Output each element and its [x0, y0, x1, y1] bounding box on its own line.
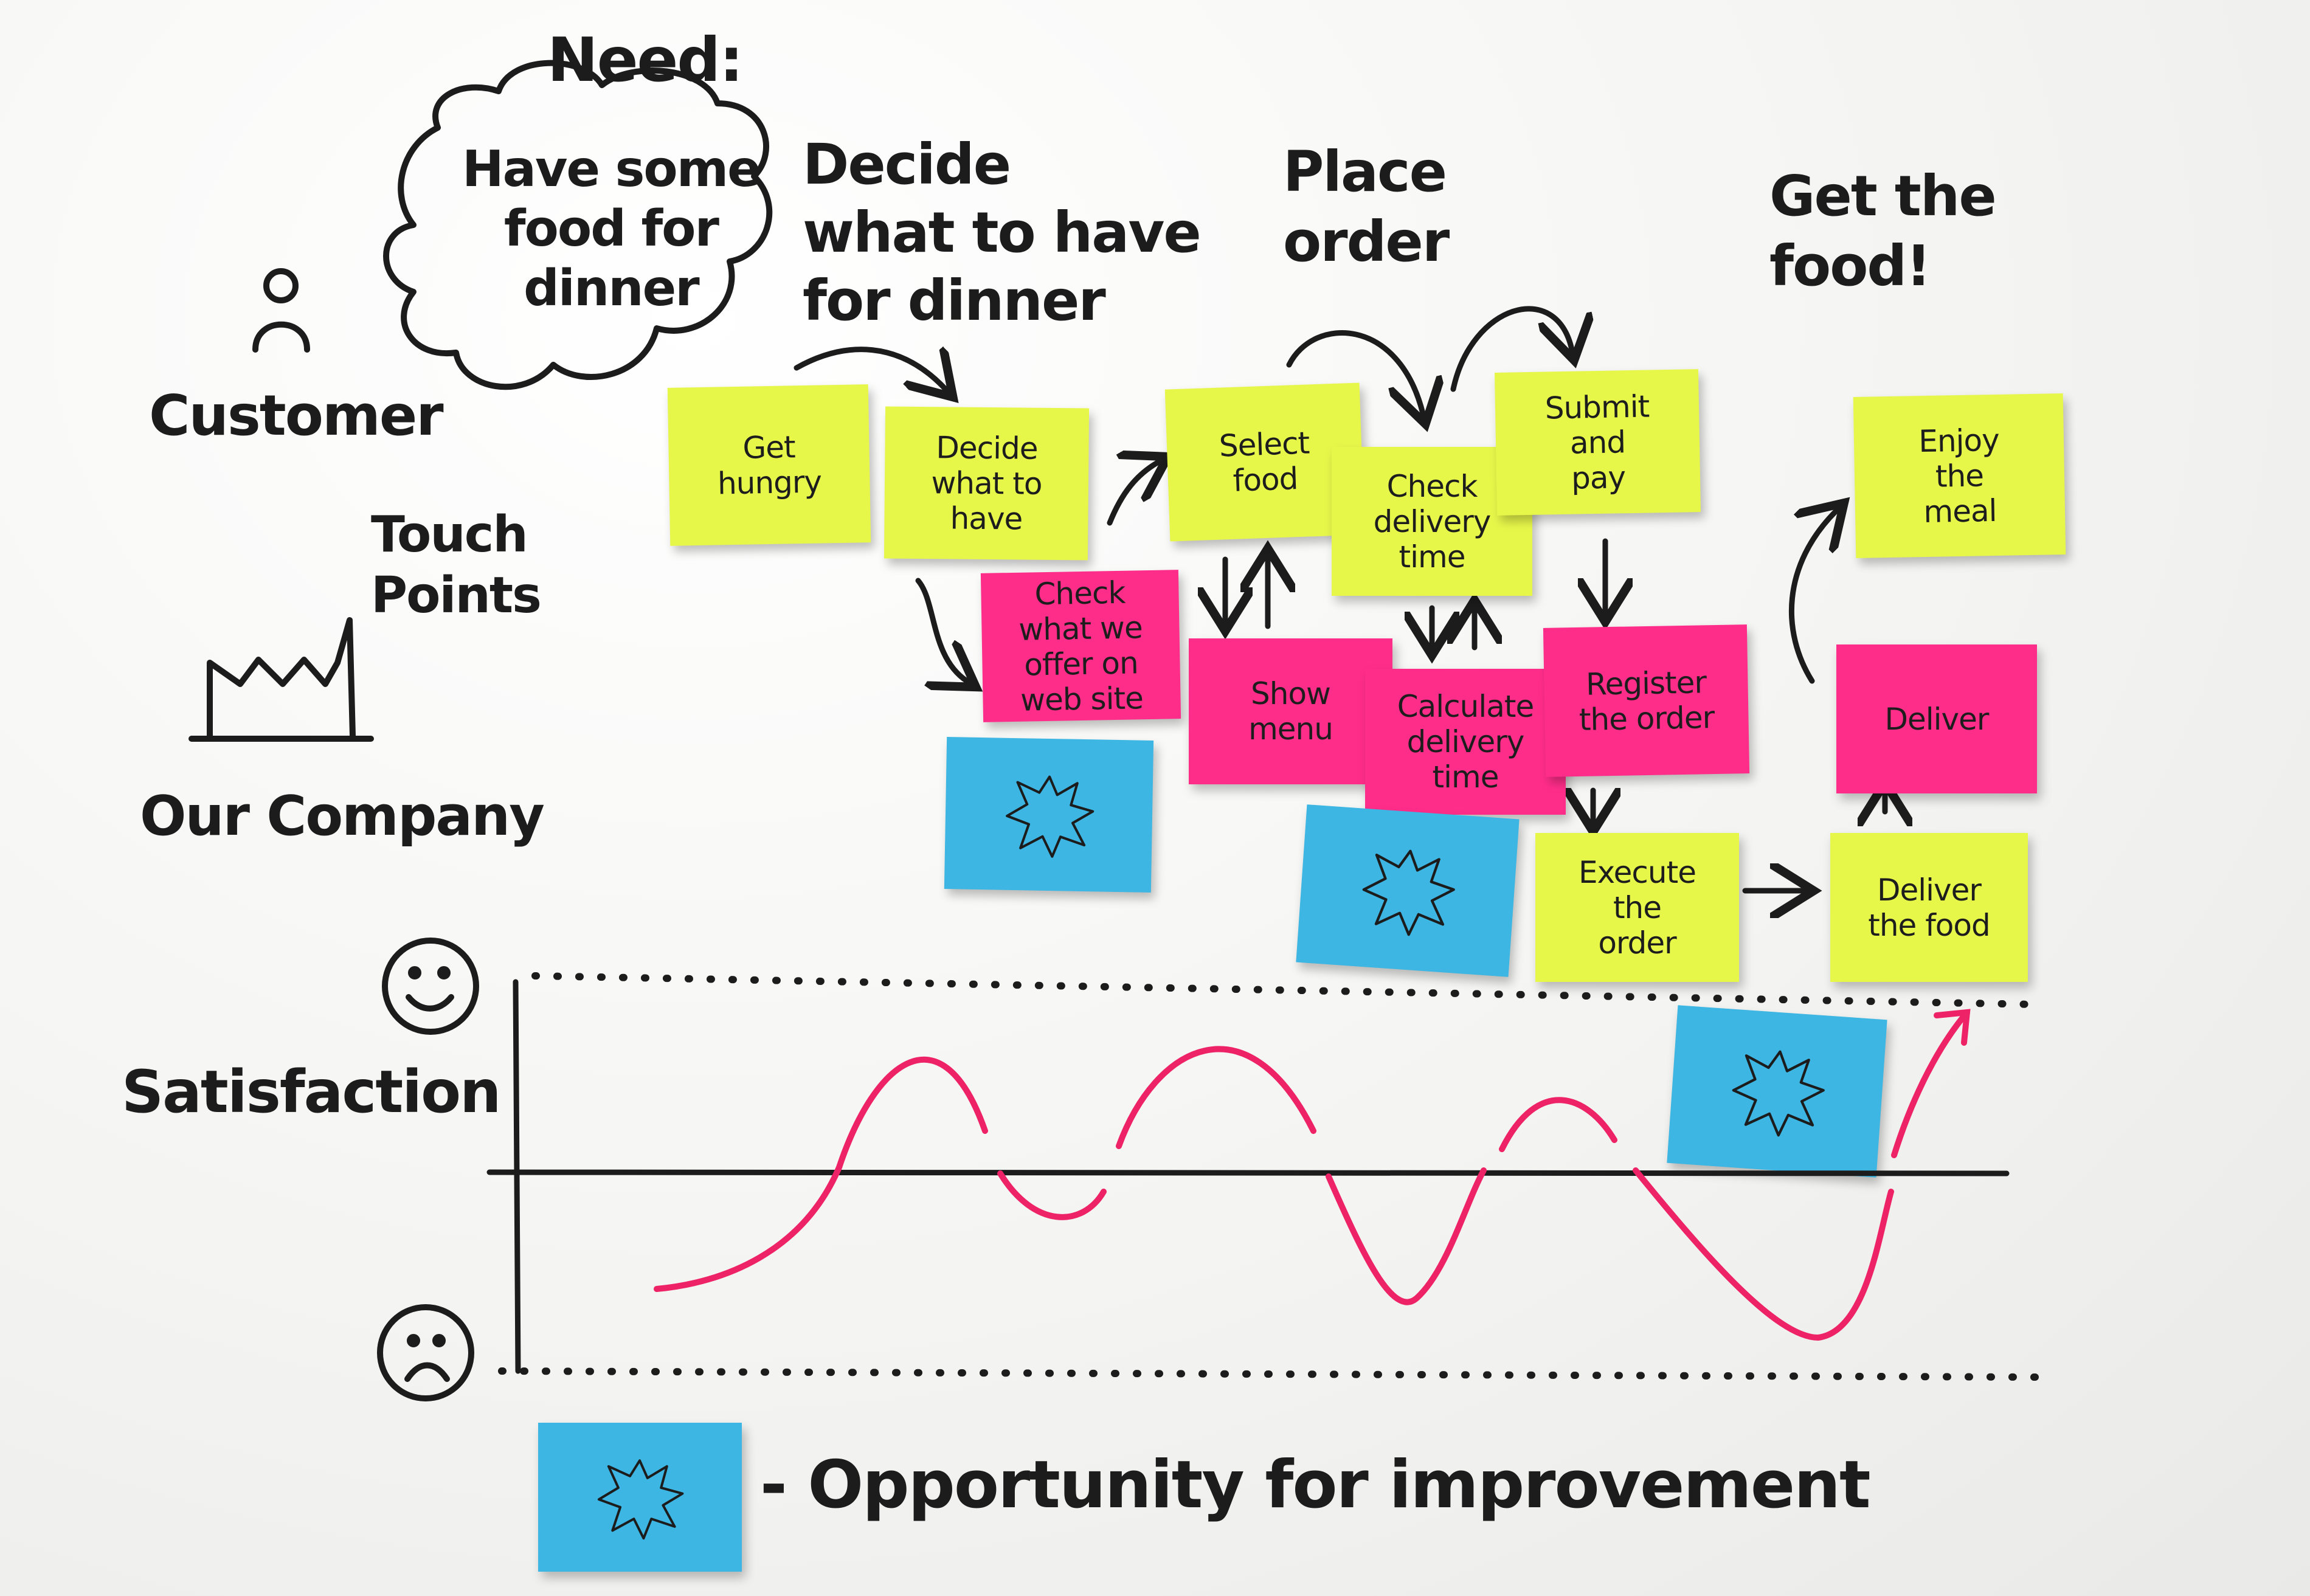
lane-touch-points-label: Touch Points	[371, 506, 542, 624]
need-label: Need:	[547, 24, 744, 95]
lane-company-label: Our Company	[140, 784, 545, 848]
bottom-dotted-line	[498, 1367, 2041, 1381]
note-execute-order-text: Execute the order	[1579, 854, 1696, 961]
lane-satisfaction-label: Satisfaction	[122, 1058, 501, 1126]
note-check-delivery-text: Check delivery time	[1373, 468, 1492, 575]
note-deliver-food[interactable]: Deliver the food	[1830, 833, 2028, 982]
note-execute-order[interactable]: Execute the order	[1535, 833, 1739, 982]
note-calculate-delivery[interactable]: Calculate delivery time	[1365, 669, 1566, 815]
satisfaction-curve-6	[1633, 1167, 1894, 1341]
satisfaction-curve-5	[1499, 1097, 1617, 1152]
burst-icon	[1006, 775, 1094, 858]
satisfaction-axis-horizontal	[486, 1169, 2010, 1176]
phase-decide-heading: Decide what to have for dinner	[803, 132, 1202, 333]
top-dotted-line	[531, 972, 2038, 1008]
burst-icon	[1362, 849, 1455, 936]
burst-icon	[1732, 1050, 1825, 1137]
phase-get-food-heading: Get the food!	[1769, 164, 1997, 299]
need-text: Have some food for dinner	[462, 140, 761, 317]
phase-place-order-heading: Place order	[1283, 139, 1450, 274]
legend-text: - Opportunity for improvement	[760, 1447, 1871, 1523]
satisfaction-axis-vertical	[513, 979, 521, 1374]
satisfaction-curve-4	[1326, 1167, 1487, 1305]
satisfaction-curve-7	[1891, 1009, 1970, 1158]
opportunity-note-2[interactable]	[1296, 804, 1520, 977]
factory-icon	[188, 617, 374, 742]
note-deliver-text: Deliver	[1884, 701, 1990, 737]
satisfaction-curve-1	[654, 1056, 988, 1292]
note-show-menu[interactable]: Show menu	[1189, 638, 1392, 784]
satisfaction-curve-3	[1116, 1046, 1316, 1149]
happy-face-icon	[382, 938, 479, 1035]
lane-customer-label: Customer	[149, 383, 444, 448]
person-icon	[252, 268, 310, 353]
note-show-menu-text: Show menu	[1248, 676, 1333, 747]
satisfaction-curve-2	[997, 1170, 1107, 1220]
note-deliver-food-text: Deliver the food	[1868, 872, 1990, 943]
sad-face-icon	[377, 1304, 474, 1401]
note-calculate-delivery-text: Calculate delivery time	[1397, 689, 1535, 795]
satisfaction-curve-arrowhead	[1934, 1009, 1971, 1046]
legend-opportunity-note	[538, 1423, 742, 1572]
opportunity-note-1[interactable]	[944, 737, 1154, 893]
burst-icon	[598, 1459, 684, 1539]
opportunity-note-3[interactable]	[1667, 1005, 1887, 1178]
note-deliver[interactable]: Deliver	[1836, 644, 2037, 793]
